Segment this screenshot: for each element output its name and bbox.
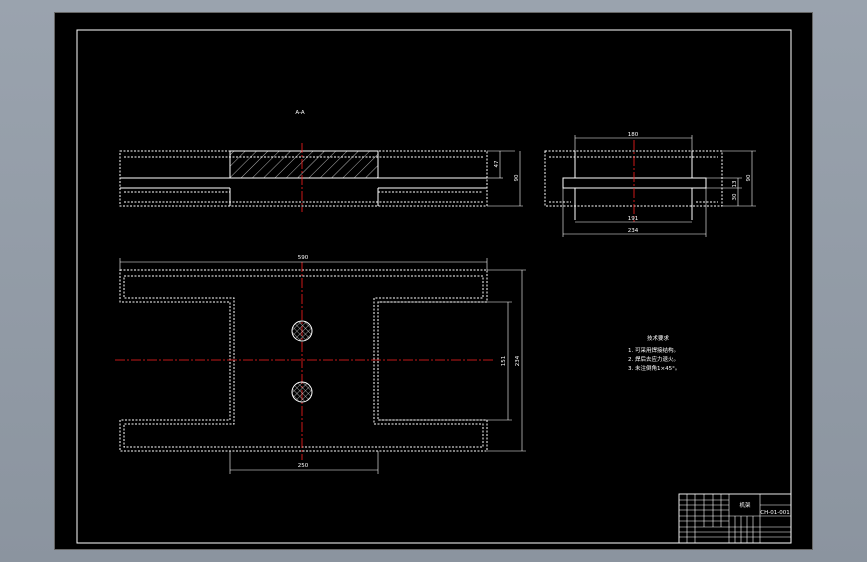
plan-inner-outline xyxy=(123,275,484,448)
notes-item-1: 1. 可采用焊接结构。 xyxy=(628,346,679,354)
dim-90: 90 xyxy=(514,174,520,181)
dim-234-plan: 234 xyxy=(515,355,521,366)
dim-180: 180 xyxy=(628,132,639,138)
title-block-part-name: 机架 xyxy=(739,501,751,509)
side-outer-outline xyxy=(544,150,723,207)
drawing-canvas: A-A xyxy=(76,29,792,544)
section-height-dims xyxy=(487,150,523,207)
section-label: A-A xyxy=(295,110,305,116)
dim-151: 151 xyxy=(501,356,507,367)
dim-250: 250 xyxy=(298,463,309,469)
title-block-drawing-no: CH-01-001 xyxy=(760,510,789,516)
side-view[interactable] xyxy=(544,150,723,220)
dim-90-right: 90 xyxy=(746,174,752,181)
dim-30: 30 xyxy=(732,193,738,200)
technical-notes: 技术要求 1. 可采用焊接结构。 2. 焊后去应力退火。 3. 未注倒角1×45… xyxy=(628,334,680,372)
drawing-frame xyxy=(76,29,792,544)
dim-590: 590 xyxy=(298,255,309,261)
notes-item-3: 3. 未注倒角1×45°。 xyxy=(628,364,680,372)
section-view[interactable] xyxy=(119,150,488,207)
plan-hole-upper xyxy=(291,320,313,342)
side-flange xyxy=(562,177,707,189)
plan-view-dims xyxy=(119,258,526,474)
dim-47: 47 xyxy=(494,160,500,167)
title-block xyxy=(678,493,792,544)
dim-13: 13 xyxy=(732,180,738,187)
section-hatched-region xyxy=(229,150,379,179)
side-view-dims xyxy=(562,135,756,237)
plan-hole-lower xyxy=(291,381,313,403)
notes-item-2: 2. 焊后去应力退火。 xyxy=(628,355,679,363)
drawing-sheet: A-A xyxy=(54,12,813,550)
notes-title: 技术要求 xyxy=(647,334,670,342)
dim-191: 191 xyxy=(628,216,639,222)
dim-234: 234 xyxy=(628,228,639,234)
plan-view[interactable] xyxy=(119,269,488,452)
